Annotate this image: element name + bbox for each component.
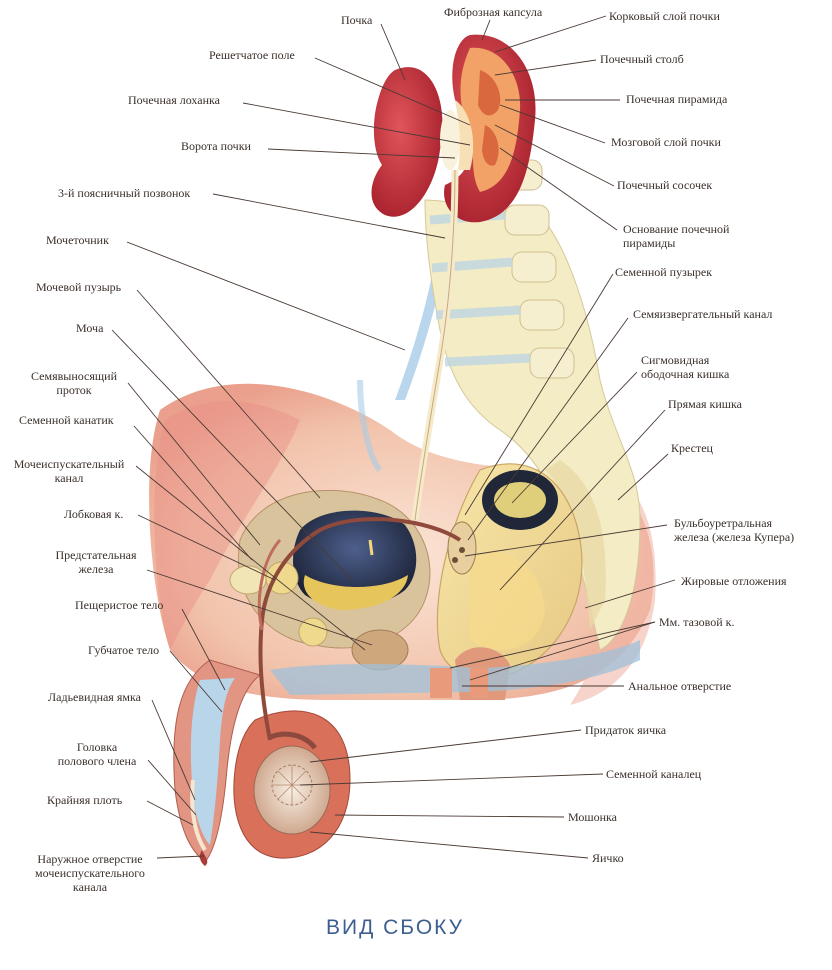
label-pridatok: Придаток яичка (585, 723, 667, 737)
label-gubchatoe: Губчатое тело (88, 643, 160, 657)
penis (173, 659, 262, 866)
label-sosochek: Почечный сосочек (617, 178, 713, 192)
label-mocha: Моча (76, 321, 104, 335)
label-lobkovaya: Лобковая к. (64, 507, 124, 521)
label-moshonka: Мошонка (568, 810, 618, 824)
label-kanalets: Семенной каналец (606, 767, 702, 781)
label-kanatik: Семенной канатик (19, 413, 114, 427)
label-stolb: Почечный столб (600, 52, 684, 66)
label-osnovanie-line2: пирамиды (623, 236, 676, 250)
label-semyaizverg: Семяизвергательный канал (633, 307, 773, 321)
label-fibroznaya: Фиброзная капсула (444, 5, 543, 19)
label-semyavyn-line1: Семявыносящий (31, 369, 117, 383)
label-naruzhnoe: Наружное отверстие мочеиспускательного к… (24, 852, 156, 894)
label-ladevidnaya: Ладьевидная ямка (48, 690, 141, 704)
label-osnovanie-line1: Основание почечной (623, 222, 730, 236)
label-predstat: Предстательная железа (46, 548, 146, 576)
label-mochespusk: Мочеиспускательный канал (2, 457, 136, 485)
label-puzyrek: Семенной пузырек (615, 265, 713, 279)
label-analnoe: Анальное отверстие (628, 679, 732, 693)
vas-deferens (258, 517, 462, 741)
label-puzyr: Мочевой пузырь (36, 280, 122, 294)
label-krestets: Крестец (671, 441, 713, 455)
label-pozvonok: 3-й поясничный позвонок (58, 186, 191, 200)
label-mozgovoy: Мозговой слой почки (611, 135, 721, 149)
label-sigm-line2: ободочная кишка (641, 367, 730, 381)
leader-lines (111, 15, 676, 859)
label-krainyaya: Крайняя плоть (47, 793, 123, 807)
label-mm: Мм. тазовой к. (659, 615, 735, 629)
label-bulbo-line2: железа (железа Купера) (674, 530, 795, 544)
bladder (238, 489, 477, 671)
label-naruzhnoe-line3: канала (72, 880, 108, 894)
label-mochespusk-line2: канал (54, 471, 84, 485)
label-naruzhnoe-line1: Наружное отверстие (37, 852, 143, 866)
label-pochka: Почка (341, 13, 373, 27)
kidneys (371, 34, 536, 223)
label-piramida: Почечная пирамида (626, 92, 728, 106)
label-pryamaya: Прямая кишка (668, 397, 743, 411)
label-yaichko: Яичко (592, 851, 624, 865)
label-korkovy: Корковый слой почки (609, 9, 720, 23)
label-golovka-line2: полового члена (57, 754, 137, 768)
label-naruzhnoe-line2: мочеиспускательного (35, 866, 145, 880)
view-title: ВИД СБОКУ (325, 916, 464, 939)
label-semyavyn-line2: проток (56, 383, 92, 397)
label-mochetochnik: Мочеточник (46, 233, 109, 247)
label-bulbo-line1: Бульбоуретральная (674, 516, 773, 530)
label-sigm: Сигмовидная ободочная кишка (641, 353, 729, 381)
label-golovka-line1: Головка (76, 740, 118, 754)
label-predstat-line1: Предстательная (55, 548, 137, 562)
scrotum (233, 710, 351, 859)
label-sigm-line1: Сигмовидная (641, 353, 710, 367)
label-lohanka: Почечная лоханка (128, 93, 220, 107)
label-bulbo: Бульбоуретральная железа (железа Купера) (674, 516, 794, 544)
pubic-bone (229, 561, 328, 647)
label-osnovanie: Основание почечной пирамиды (623, 222, 729, 250)
pelvic-floor (270, 640, 640, 695)
label-predstat-line2: железа (78, 562, 114, 576)
label-semyavyn: Семявыносящий проток (18, 369, 130, 397)
label-pescheristoe: Пещеристое тело (75, 598, 164, 612)
label-vorota: Ворота почки (181, 139, 251, 153)
label-golovka: Головка полового члена (44, 740, 150, 768)
label-mochespusk-line1: Мочеиспускательный (13, 457, 125, 471)
anal-sphincter (430, 668, 452, 698)
label-zhirovye: Жировые отложения (681, 574, 787, 588)
label-reshetchatoe: Решетчатое поле (209, 48, 295, 62)
